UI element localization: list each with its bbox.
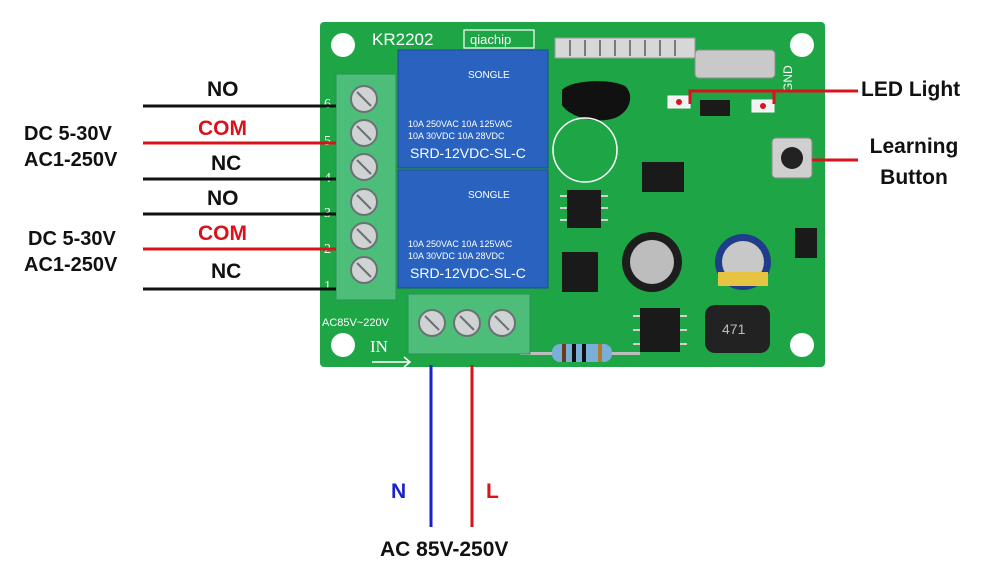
relay-1: SONGLE 10A 250VAC 10A 125VAC 10A 30VDC 1… — [397, 49, 549, 169]
rf-pins — [569, 40, 676, 56]
relay-rating-2: 10A 30VDC 10A 28VDC — [408, 131, 505, 141]
label-power-supply: AC 85V-250V — [380, 538, 509, 561]
brand-box — [463, 29, 535, 49]
relay-body — [397, 49, 549, 169]
ic-chip — [567, 190, 601, 228]
relay-brand: SONGLE — [468, 70, 510, 81]
label-led-light: LED Light — [861, 78, 961, 101]
capacitor-band — [718, 272, 768, 286]
ic-chip — [795, 228, 817, 258]
label-nc-2: NC — [211, 260, 242, 283]
terminal-number: 1 — [324, 279, 331, 294]
antenna-coil — [562, 81, 631, 121]
label-com-1: COM — [198, 117, 247, 140]
led-callout-line — [688, 89, 858, 104]
label-neutral: N — [391, 480, 407, 503]
input-screw-slots — [424, 315, 510, 331]
ic-chip — [700, 100, 730, 116]
label-learning: Learning — [869, 135, 959, 158]
ics — [562, 100, 817, 352]
led-dot — [760, 103, 766, 109]
in-label: IN — [370, 337, 388, 356]
silkscreen-circle — [552, 117, 618, 183]
inductor-label: 471 — [722, 321, 746, 337]
relay-rating-1: 10A 250VAC 10A 125VAC — [408, 239, 513, 249]
mounting-hole — [331, 33, 355, 57]
in-arrow — [372, 356, 412, 368]
ic-pins — [560, 195, 687, 345]
label-dc-range-2: DC 5-30V — [28, 228, 116, 250]
input-rating: AC85V~220V — [322, 317, 390, 329]
label-live: L — [486, 480, 499, 503]
relay-model: SRD-12VDC-SL-C — [410, 145, 526, 161]
label-button: Button — [880, 166, 948, 189]
label-dc-range-1: DC 5-30V — [24, 123, 112, 145]
crystal — [694, 49, 776, 79]
resistor-bands — [562, 344, 602, 362]
terminal-screw-slots — [356, 91, 372, 278]
relay-2: SONGLE 10A 250VAC 10A 125VAC 10A 30VDC 1… — [397, 169, 549, 289]
capacitor-top — [630, 240, 674, 284]
relay-body — [397, 169, 549, 289]
relay-brand: SONGLE — [468, 190, 510, 201]
relay-rating-2: 10A 30VDC 10A 28VDC — [408, 251, 505, 261]
mounting-holes — [331, 33, 814, 357]
ic-chip — [642, 162, 684, 192]
label-ac-range-2: AC1-250V — [24, 254, 118, 276]
label-com-2: COM — [198, 222, 247, 245]
gnd-label: GND — [781, 65, 795, 92]
label-no-2: NO — [207, 187, 239, 210]
ic-chip — [640, 308, 680, 352]
relay-rating-1: 10A 250VAC 10A 125VAC — [408, 119, 513, 129]
led-dot — [676, 99, 682, 105]
label-ac-range-1: AC1-250V — [24, 149, 118, 171]
label-nc-1: NC — [211, 152, 242, 175]
board-model: KR2202 — [372, 30, 433, 49]
ic-chip — [562, 252, 598, 292]
mounting-hole — [790, 333, 814, 357]
learning-button-cap — [781, 147, 803, 169]
output-wires — [143, 104, 336, 291]
mounting-hole — [331, 333, 355, 357]
board-brand: qiachip — [470, 32, 511, 47]
label-no-1: NO — [207, 78, 239, 101]
mounting-hole — [790, 33, 814, 57]
relay-model: SRD-12VDC-SL-C — [410, 265, 526, 281]
inductor — [705, 305, 770, 353]
